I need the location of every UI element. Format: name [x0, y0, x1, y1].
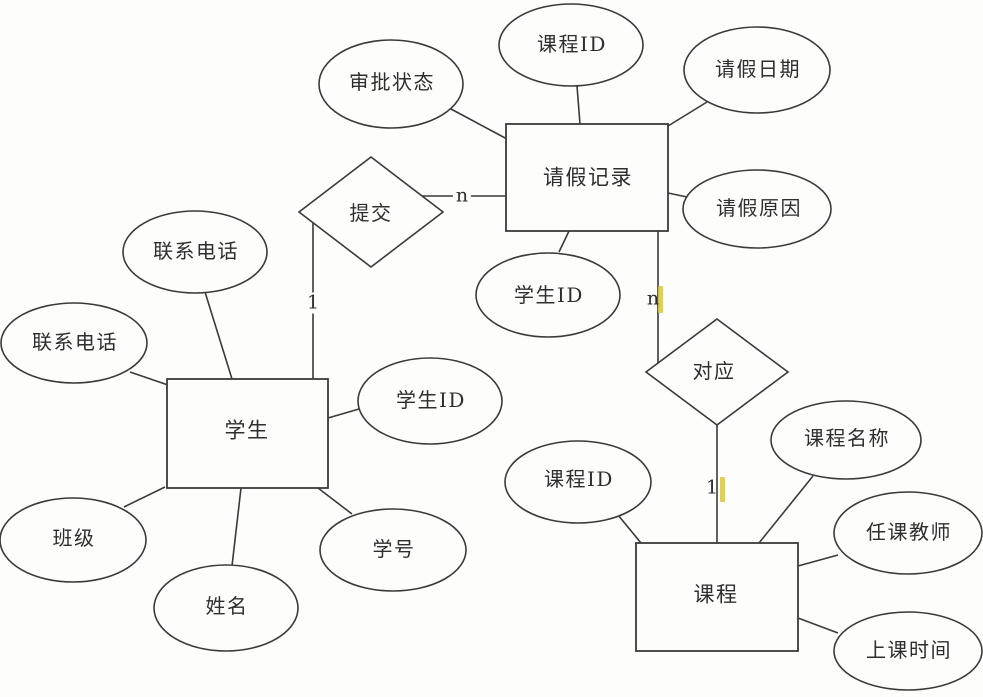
attribute-label-course-id-top: 课程ID: [537, 32, 607, 56]
entity-label-course: 课程: [693, 582, 739, 607]
attribute-ellipse-contact-phone-top: [122, 210, 268, 294]
connector-student-to-class: [123, 486, 166, 508]
attribute-ellipse-contact-phone-left: [0, 302, 148, 384]
relationship-diamond-correspond: [644, 318, 790, 426]
attribute-label-name: 姓名: [205, 594, 249, 618]
connector-leave-record-to-leave-reason: [667, 192, 688, 198]
attribute-ellipse-name: [153, 564, 299, 652]
relationship-label-submit: 提交: [349, 201, 393, 225]
connector-contact-phone-left-to-student: [129, 371, 169, 386]
connector-course-id-to-course: [617, 514, 642, 544]
attribute-ellipse-approval-status: [318, 39, 464, 129]
connector-approval-status-to-leave-record: [450, 108, 508, 140]
attribute-ellipse-teacher: [833, 491, 983, 575]
highlight-mark-n: [658, 286, 663, 313]
connector-student-to-student-id: [327, 408, 360, 419]
attribute-label-contact-phone-top: 联系电话: [153, 239, 239, 263]
attribute-label-approval-status: 审批状态: [349, 70, 435, 94]
attribute-label-contact-phone-left: 联系电话: [32, 330, 118, 354]
attribute-label-student-id-record: 学生ID: [514, 283, 584, 307]
entity-label-student: 学生: [224, 418, 270, 443]
attribute-label-course-name: 课程名称: [804, 426, 890, 450]
connector-course-to-teacher: [797, 554, 839, 567]
entity-box-student: [166, 378, 329, 489]
entity-box-course: [635, 542, 799, 652]
entity-box-leave-record: [505, 123, 669, 232]
connector-leave-date-to-leave-record: [667, 101, 708, 127]
entity-label-leave-record: 请假记录: [543, 165, 633, 190]
cardinality-correspond-1: 1: [705, 476, 719, 499]
attribute-ellipse-leave-reason: [682, 169, 832, 249]
cardinality-submit-1: 1: [303, 292, 323, 314]
attribute-ellipse-student-id-student: [357, 357, 503, 445]
cardinality-correspond-n: n: [646, 287, 660, 310]
attribute-label-teacher: 任课教师: [866, 520, 952, 544]
attribute-label-leave-reason: 请假原因: [716, 196, 802, 220]
cardinality-submit-n: n: [452, 185, 472, 207]
relationship-diamond-submit: [297, 155, 445, 269]
attribute-ellipse-leave-date: [683, 26, 831, 114]
attribute-ellipse-course-id-top: [498, 3, 644, 87]
connector-course-to-class-time: [797, 617, 839, 634]
attribute-ellipse-class: [0, 497, 147, 583]
attribute-ellipse-course-id: [504, 440, 652, 524]
relationship-label-correspond: 对应: [692, 359, 736, 383]
attribute-ellipse-course-name: [770, 400, 922, 480]
connector-student-to-name: [231, 487, 242, 567]
connector-course-name-to-course: [758, 475, 814, 544]
attribute-ellipse-student-id-record: [475, 252, 621, 338]
attribute-label-course-id: 课程ID: [544, 467, 614, 491]
connector-course-id-top-to-leave-record: [576, 85, 581, 125]
attribute-ellipses: [0, 3, 983, 691]
connector-contact-phone-top-to-student: [204, 291, 233, 380]
attribute-ellipse-student-no: [319, 508, 467, 592]
attribute-ellipse-class-time: [833, 611, 983, 691]
attribute-label-class-time: 上课时间: [866, 638, 952, 662]
highlight-mark-1: [720, 477, 725, 502]
attribute-label-leave-date: 请假日期: [715, 57, 801, 81]
attribute-label-student-no: 学号: [372, 537, 416, 561]
attribute-label-class: 班级: [52, 526, 96, 550]
attribute-label-student-id-student: 学生ID: [396, 388, 466, 412]
connector-student-to-student-no: [317, 487, 353, 515]
entity-rectangles: [166, 123, 799, 652]
relationship-diamonds: [297, 155, 790, 426]
connector-leave-record-to-student-id: [558, 230, 570, 253]
